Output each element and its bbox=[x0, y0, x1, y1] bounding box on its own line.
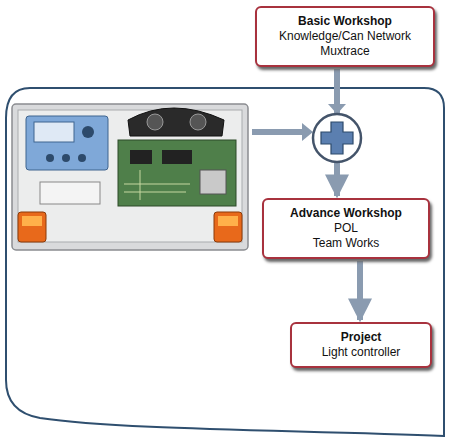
process-box: ProjectLight controller bbox=[290, 322, 432, 368]
box-text: Knowledge/Can Network bbox=[265, 29, 425, 44]
box-text: Team Works bbox=[272, 236, 420, 251]
region-outline bbox=[6, 88, 444, 436]
box-heading: Project bbox=[300, 330, 422, 345]
plus-symbol bbox=[321, 122, 353, 154]
process-box: Basic WorkshopKnowledge/Can NetworkMuxtr… bbox=[255, 6, 435, 67]
box-heading: Basic Workshop bbox=[265, 14, 425, 29]
box-text: POL bbox=[272, 221, 420, 236]
trainer-board bbox=[12, 104, 248, 250]
input-arrow-head bbox=[328, 104, 346, 114]
merge-circle bbox=[313, 114, 361, 162]
input-arrow-head bbox=[302, 123, 313, 141]
box-heading: Advance Workshop bbox=[272, 206, 420, 221]
flow-arrow bbox=[357, 261, 363, 320]
process-box: Advance WorkshopPOLTeam Works bbox=[262, 198, 430, 259]
input-arrow bbox=[252, 129, 304, 135]
box-text: Light controller bbox=[300, 345, 422, 360]
box-text: Muxtrace bbox=[265, 44, 425, 59]
